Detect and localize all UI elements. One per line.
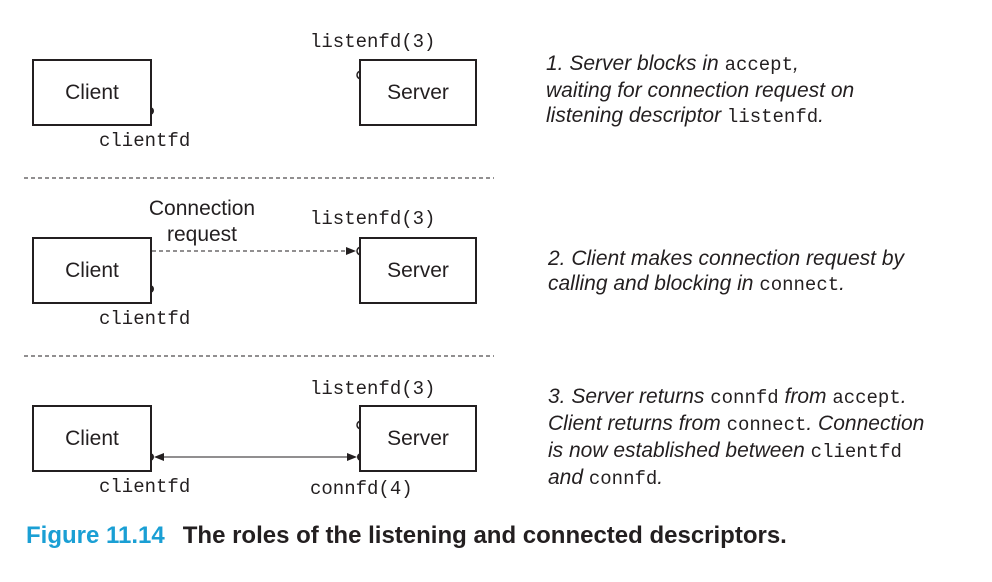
description-text: 2. Client makes connection request by [548, 247, 905, 270]
code-term: accept [832, 387, 901, 409]
description-line: and connfd. [548, 465, 924, 492]
client-box-2: Client [32, 237, 152, 304]
server-box-2: Server [359, 237, 477, 304]
listenfd-label-2: listenfd(3) [310, 208, 436, 230]
description-line: Client returns from connect. Connection [548, 411, 924, 438]
figure-caption: Figure 11.14 The roles of the listening a… [26, 522, 787, 550]
description-line: listening descriptor listenfd. [546, 103, 854, 130]
description-text: waiting for connection request on [546, 79, 855, 102]
description-text: 1. Server blocks in [546, 52, 725, 75]
code-term: connect [726, 414, 807, 436]
code-term: connfd [588, 468, 658, 490]
client-box-3: Client [32, 405, 152, 472]
listenfd-label-3: listenfd(3) [310, 378, 436, 400]
request-label-line-1: Connection [148, 197, 256, 220]
request-label-line-2: request [166, 223, 238, 246]
description-text: . [900, 385, 907, 408]
server-label: Server [387, 258, 449, 282]
description-text: . [839, 272, 845, 295]
description-line: waiting for connection request on [546, 78, 854, 103]
step-description-3: 3. Server returns connfd from accept.Cli… [548, 384, 924, 492]
description-text: is now established between [548, 439, 811, 462]
description-text: . [657, 466, 664, 489]
description-text: 3. Server returns [548, 385, 711, 408]
client-box-1: Client [32, 59, 152, 126]
client-label: Client [65, 80, 119, 104]
clientfd-label-1: clientfd [99, 130, 191, 152]
description-text: Client returns from [548, 412, 727, 435]
clientfd-label-2: clientfd [99, 308, 191, 330]
client-label: Client [65, 426, 119, 450]
step-description-1: 1. Server blocks in accept,waiting for c… [546, 51, 854, 130]
server-label: Server [387, 80, 449, 104]
description-text: . Connection [806, 412, 925, 435]
description-line: 2. Client makes connection request by [548, 246, 904, 271]
server-box-3: Server [359, 405, 477, 472]
listenfd-label-1: listenfd(3) [310, 31, 436, 53]
client-label: Client [65, 258, 119, 282]
code-term: connfd [710, 387, 779, 409]
description-text: from [778, 385, 833, 408]
connection-arrowhead-left [154, 453, 164, 461]
code-term: accept [724, 54, 793, 76]
description-line: is now established between clientfd [548, 438, 924, 465]
clientfd-label-3: clientfd [99, 476, 191, 498]
figure-title: The roles of the listening and connected… [182, 522, 787, 549]
figure-number: Figure 11.14 [26, 522, 165, 549]
code-term: connect [759, 274, 840, 296]
code-term: listenfd [726, 106, 819, 128]
description-text: , [793, 52, 799, 75]
code-term: clientfd [810, 441, 902, 463]
server-label: Server [387, 426, 449, 450]
description-line: calling and blocking in connect. [548, 271, 904, 298]
description-text: and [548, 466, 589, 489]
connection-request-label: Connection request [140, 196, 264, 248]
connfd-label: connfd(4) [310, 478, 413, 500]
description-text: listening descriptor [546, 104, 727, 127]
description-line: 3. Server returns connfd from accept. [548, 384, 924, 411]
description-text: . [818, 104, 824, 127]
server-box-1: Server [359, 59, 477, 126]
description-text: calling and blocking in [548, 272, 760, 295]
connection-arrowhead-right [347, 453, 357, 461]
description-line: 1. Server blocks in accept, [546, 51, 854, 78]
connection-request-arrowhead [346, 247, 356, 255]
